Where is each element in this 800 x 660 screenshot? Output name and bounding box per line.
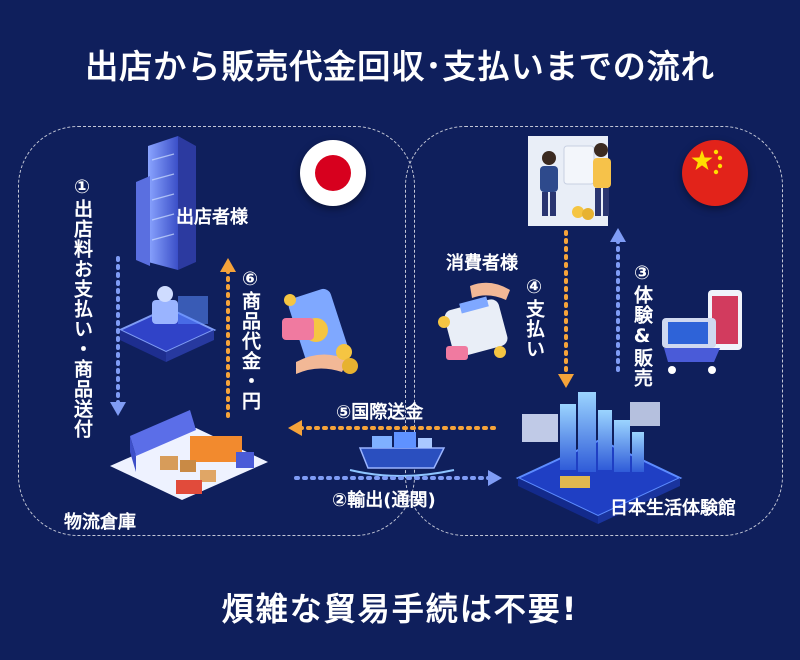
shopping-cart-icon [662, 290, 742, 374]
step5-arrowhead [288, 420, 302, 436]
step4-arrowhead [558, 374, 574, 388]
page-title: 出店から販売代金回収･支払いまでの流れ [85, 47, 715, 86]
step6-arrowhead [220, 258, 236, 272]
consumer-label: 消費者様 [446, 253, 518, 274]
step3-arrowhead [610, 228, 626, 242]
card-terminal-icon [438, 282, 510, 360]
step1-arrowhead [110, 402, 126, 416]
step2-arrowhead [488, 470, 502, 486]
experience-center-icon [515, 392, 683, 524]
payment-app-icon [282, 288, 358, 374]
step3-label: ③体験&販売 [631, 262, 653, 388]
consumer-shopping-icon [528, 136, 611, 226]
japan-flag-icon [300, 140, 366, 206]
footer-message: 煩雑な貿易手続は不要! [221, 590, 579, 628]
china-flag-icon [682, 140, 748, 206]
warehouse-icon [110, 410, 268, 500]
experience-center-label: 日本生活体験館 [610, 498, 736, 519]
cargo-ship-icon [349, 432, 455, 477]
server-platform-icon [117, 286, 217, 362]
step2-label: ②輸出(通関) [332, 490, 436, 511]
step5-label: ⑤国際送金 [336, 402, 424, 423]
warehouse-label: 物流倉庫 [64, 512, 136, 533]
step1-label: ①出店料お支払い・商品送付 [71, 176, 93, 439]
step4-label: ④支払い [523, 276, 545, 359]
japan-region [18, 126, 415, 536]
step6-label: ⑥商品代金・円 [239, 268, 261, 411]
office-building-icon [136, 136, 196, 270]
china-region [405, 126, 783, 536]
merchant-label: 出店者様 [176, 207, 248, 228]
